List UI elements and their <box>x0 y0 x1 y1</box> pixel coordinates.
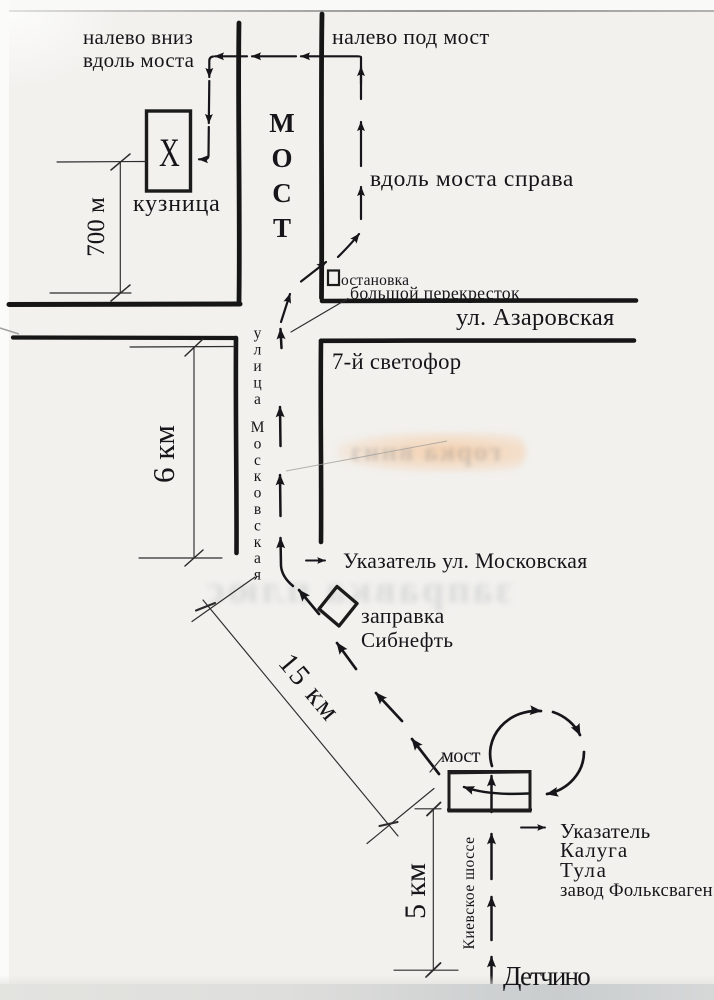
road-lower-left <box>10 335 239 341</box>
dim700-bot-tick <box>110 284 131 302</box>
street-arrow-3 <box>275 473 285 518</box>
bridge-crossing <box>447 770 532 813</box>
bridge-rect <box>447 770 532 813</box>
diag-arrow-3 <box>374 691 404 723</box>
route-down-arrow-2 <box>204 79 213 125</box>
scan-corner-highlight <box>0 0 120 90</box>
scan-bottom-band <box>0 984 714 1000</box>
label-street-word1: улица <box>249 325 266 408</box>
scan-top-margin <box>0 0 714 10</box>
label-bridge-small: мост <box>441 745 481 767</box>
label-gas-station-1: заправка <box>361 603 445 628</box>
label-along-bridge-right: вдоль моста справа <box>370 165 574 192</box>
label-bus-stop: остановка <box>341 272 410 289</box>
intersection-leader <box>290 297 349 333</box>
scan-scratch-line <box>285 440 448 472</box>
scan-top-edge <box>0 10 714 12</box>
diagonal-route <box>297 588 441 776</box>
bus-stop-box <box>326 269 341 287</box>
diag-arrow-4 <box>410 737 441 776</box>
dim5-bot-tick <box>425 962 442 978</box>
route-cross-road-arrow <box>299 260 328 283</box>
label-sign-moskovskaya: Указатель ул. Московская <box>343 549 588 573</box>
loop-arc-3 <box>545 750 586 797</box>
dim15-top-cross <box>191 576 256 623</box>
diag-arrow-2 <box>335 641 358 671</box>
loop-arc-1 <box>488 705 543 768</box>
watermark-orange-blob <box>336 432 526 472</box>
label-distance-700m: 700 м <box>83 197 110 257</box>
label-smithy: кузница <box>133 191 221 217</box>
loop-arc-2 <box>551 710 582 737</box>
route-into-smithy <box>197 125 210 164</box>
turn-left-down-line1: налево вниз <box>83 25 194 49</box>
scan-edge-mark <box>0 327 20 335</box>
dim15-bot-tick <box>378 820 399 828</box>
scan-bottom-fade <box>0 975 714 985</box>
smithy-mark: X <box>159 130 181 175</box>
detour-route <box>197 52 365 324</box>
label-distance-5km: 5 км <box>399 862 432 920</box>
sign-line4: завод Фольксваген <box>560 880 713 902</box>
dim15-line <box>202 599 399 837</box>
smithy-box <box>144 109 193 193</box>
dim6-bot-tick <box>184 549 204 567</box>
route-leave-intersection <box>279 292 292 324</box>
label-detchino: Детчино <box>503 961 591 991</box>
turn-left-down-line2: вдоль моста <box>83 47 195 72</box>
label-azarovskaya: ул. Азаровская <box>456 304 615 331</box>
label-bridge-big: МОСТ <box>267 108 297 248</box>
street-arrow-2 <box>275 405 285 448</box>
sign-line1: Указатель <box>560 819 651 843</box>
route-up-and-left-corner <box>299 52 363 101</box>
street-route <box>275 327 295 588</box>
gas-station-box <box>317 584 359 628</box>
street-arrow-4 <box>276 536 295 588</box>
diag-arrow-1 <box>297 588 321 616</box>
dim15-bot-cross-ext <box>429 755 444 773</box>
label-distance-6km: 6 км <box>146 425 181 483</box>
roads <box>6 11 639 556</box>
dimension-lines <box>49 153 459 978</box>
label-arrows <box>305 557 546 831</box>
label-big-intersection: большой перекресток <box>350 283 520 303</box>
label-traffic-light: 7-й светофор <box>332 349 462 374</box>
route-down-corner <box>205 55 215 79</box>
road-bridge-left <box>236 20 242 305</box>
label-turn-left-under-bridge: налево под мост <box>332 24 490 49</box>
road-azarovskaya-left <box>6 301 243 307</box>
road-azarovskaya-right <box>319 298 639 304</box>
route-curve-to-bridge-right <box>336 232 361 259</box>
label-street-word2: Московская <box>249 419 266 584</box>
bridge-rect-top-double <box>448 771 531 775</box>
label-kievskoe-shosse: Киевское шоссе <box>461 836 478 950</box>
bridge-inner-left-arrow <box>462 785 530 796</box>
dim15-top-tick <box>194 601 217 612</box>
dim700-top-ext <box>56 160 147 163</box>
uturn-loop <box>488 705 586 797</box>
dim6-top-ext <box>129 345 236 348</box>
dim15-bot-cross <box>366 787 435 845</box>
road-moskovskaya-left <box>233 335 239 556</box>
scan-left-edge <box>0 0 9 1000</box>
label-gas-station-2: Сибнефть <box>361 628 454 652</box>
street-arrow-1 <box>276 327 286 350</box>
sign-line2: Калуга <box>560 838 629 863</box>
sign-line3: Тула <box>560 857 608 882</box>
